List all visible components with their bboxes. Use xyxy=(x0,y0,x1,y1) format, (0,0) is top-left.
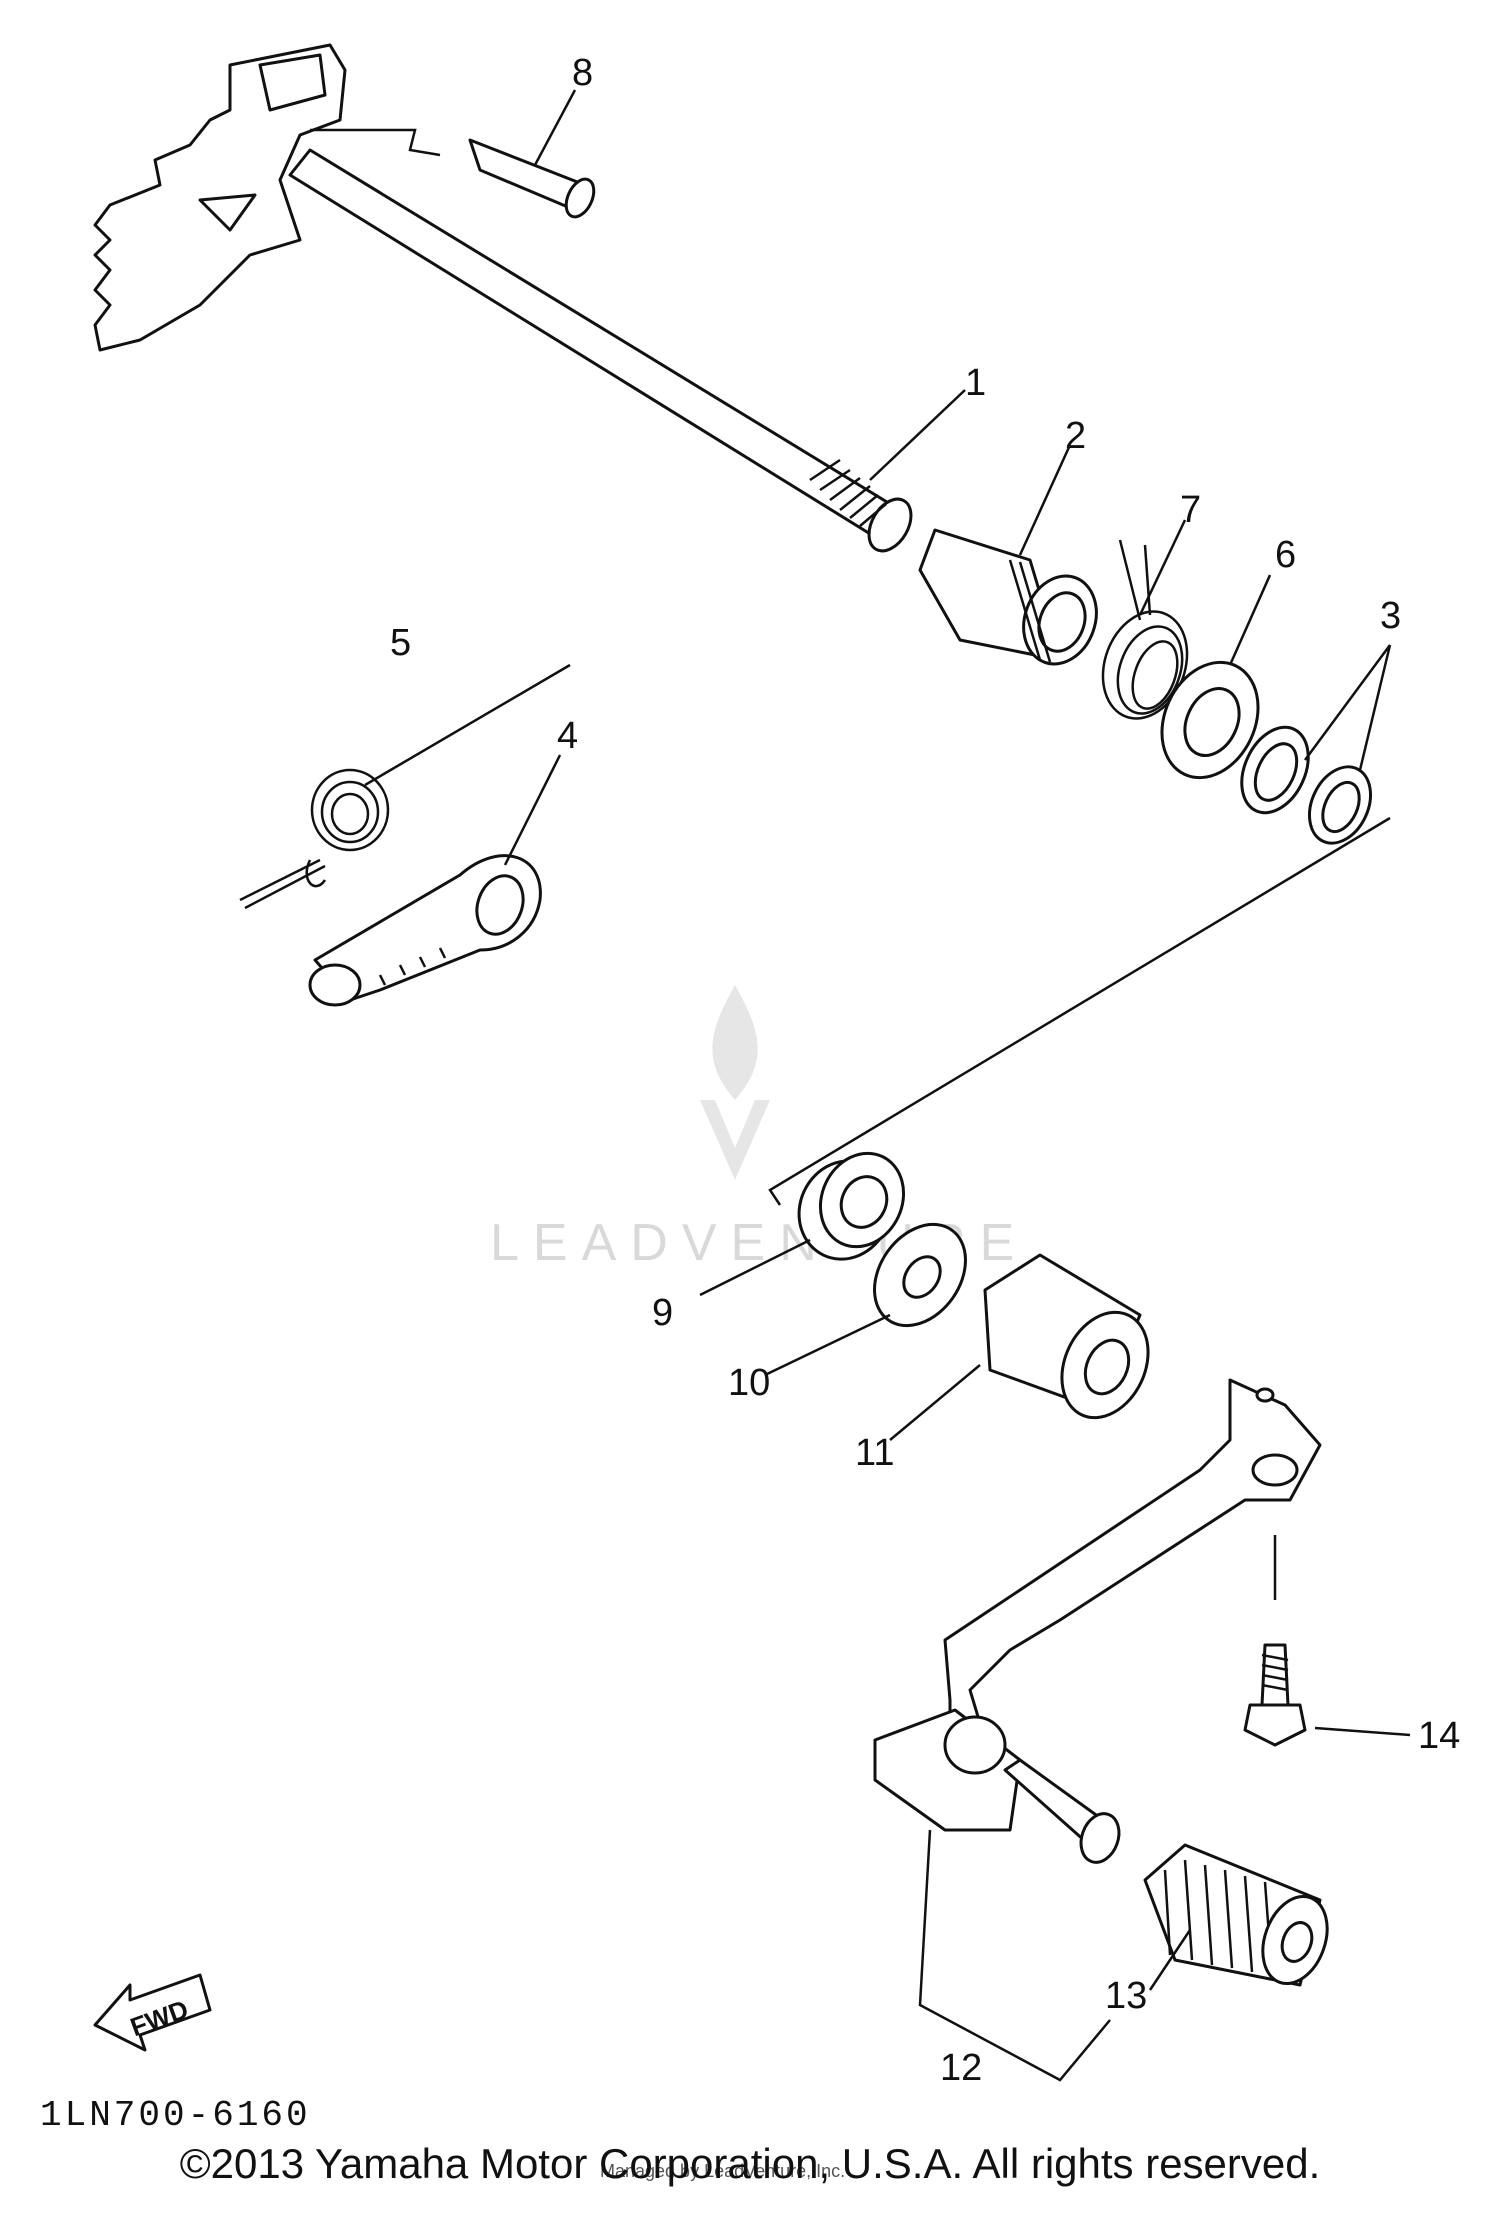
part-9-oil-seal xyxy=(797,1151,906,1261)
watermark: LEADVENTURE Managed by LeadVenture, Inc. xyxy=(490,985,1014,2181)
part-10-washer xyxy=(873,1222,967,1328)
part-5-torsion-spring xyxy=(239,768,390,910)
callout-7: 7 xyxy=(1180,489,1201,531)
callouts: 8 1 2 7 6 3 5 4 9 10 11 14 13 12 xyxy=(390,52,1460,2089)
part-12-shift-pedal xyxy=(873,1378,1322,1864)
callout-5: 5 xyxy=(390,622,411,664)
callout-8: 8 xyxy=(572,52,593,94)
part-8-pin xyxy=(310,128,596,219)
part-13-rubber xyxy=(1143,1843,1329,1987)
leader-lines xyxy=(364,89,1411,2082)
part-1-shift-shaft xyxy=(93,43,913,553)
diagram-code: 1LN700-6160 xyxy=(40,2095,311,2136)
callout-1: 1 xyxy=(965,362,986,404)
part-4-stopper-lever xyxy=(308,854,542,1007)
assembly-line xyxy=(768,816,1391,1206)
callout-13: 13 xyxy=(1105,1975,1147,2017)
part-3-circlips xyxy=(1240,725,1372,845)
callout-10: 10 xyxy=(728,1362,770,1404)
callout-11: 11 xyxy=(855,1432,894,1474)
watermark-small: Managed by LeadVenture, Inc. xyxy=(600,2161,845,2181)
callout-2: 2 xyxy=(1065,415,1086,457)
part-2-collar xyxy=(918,528,1098,666)
callout-12: 12 xyxy=(940,2047,982,2089)
callout-4: 4 xyxy=(557,715,578,757)
callout-14: 14 xyxy=(1418,1715,1460,1757)
copyright-text: ©2013 Yamaha Motor Corporation, U.S.A. A… xyxy=(179,2140,1321,2187)
part-11-collar xyxy=(983,1253,1150,1420)
callout-6: 6 xyxy=(1275,534,1296,576)
callout-9: 9 xyxy=(652,1292,673,1334)
callout-3: 3 xyxy=(1380,595,1401,637)
part-6-washer xyxy=(1160,660,1260,780)
part-14-bolt xyxy=(1243,1535,1307,1747)
fwd-arrow: FWD xyxy=(93,1973,212,2052)
